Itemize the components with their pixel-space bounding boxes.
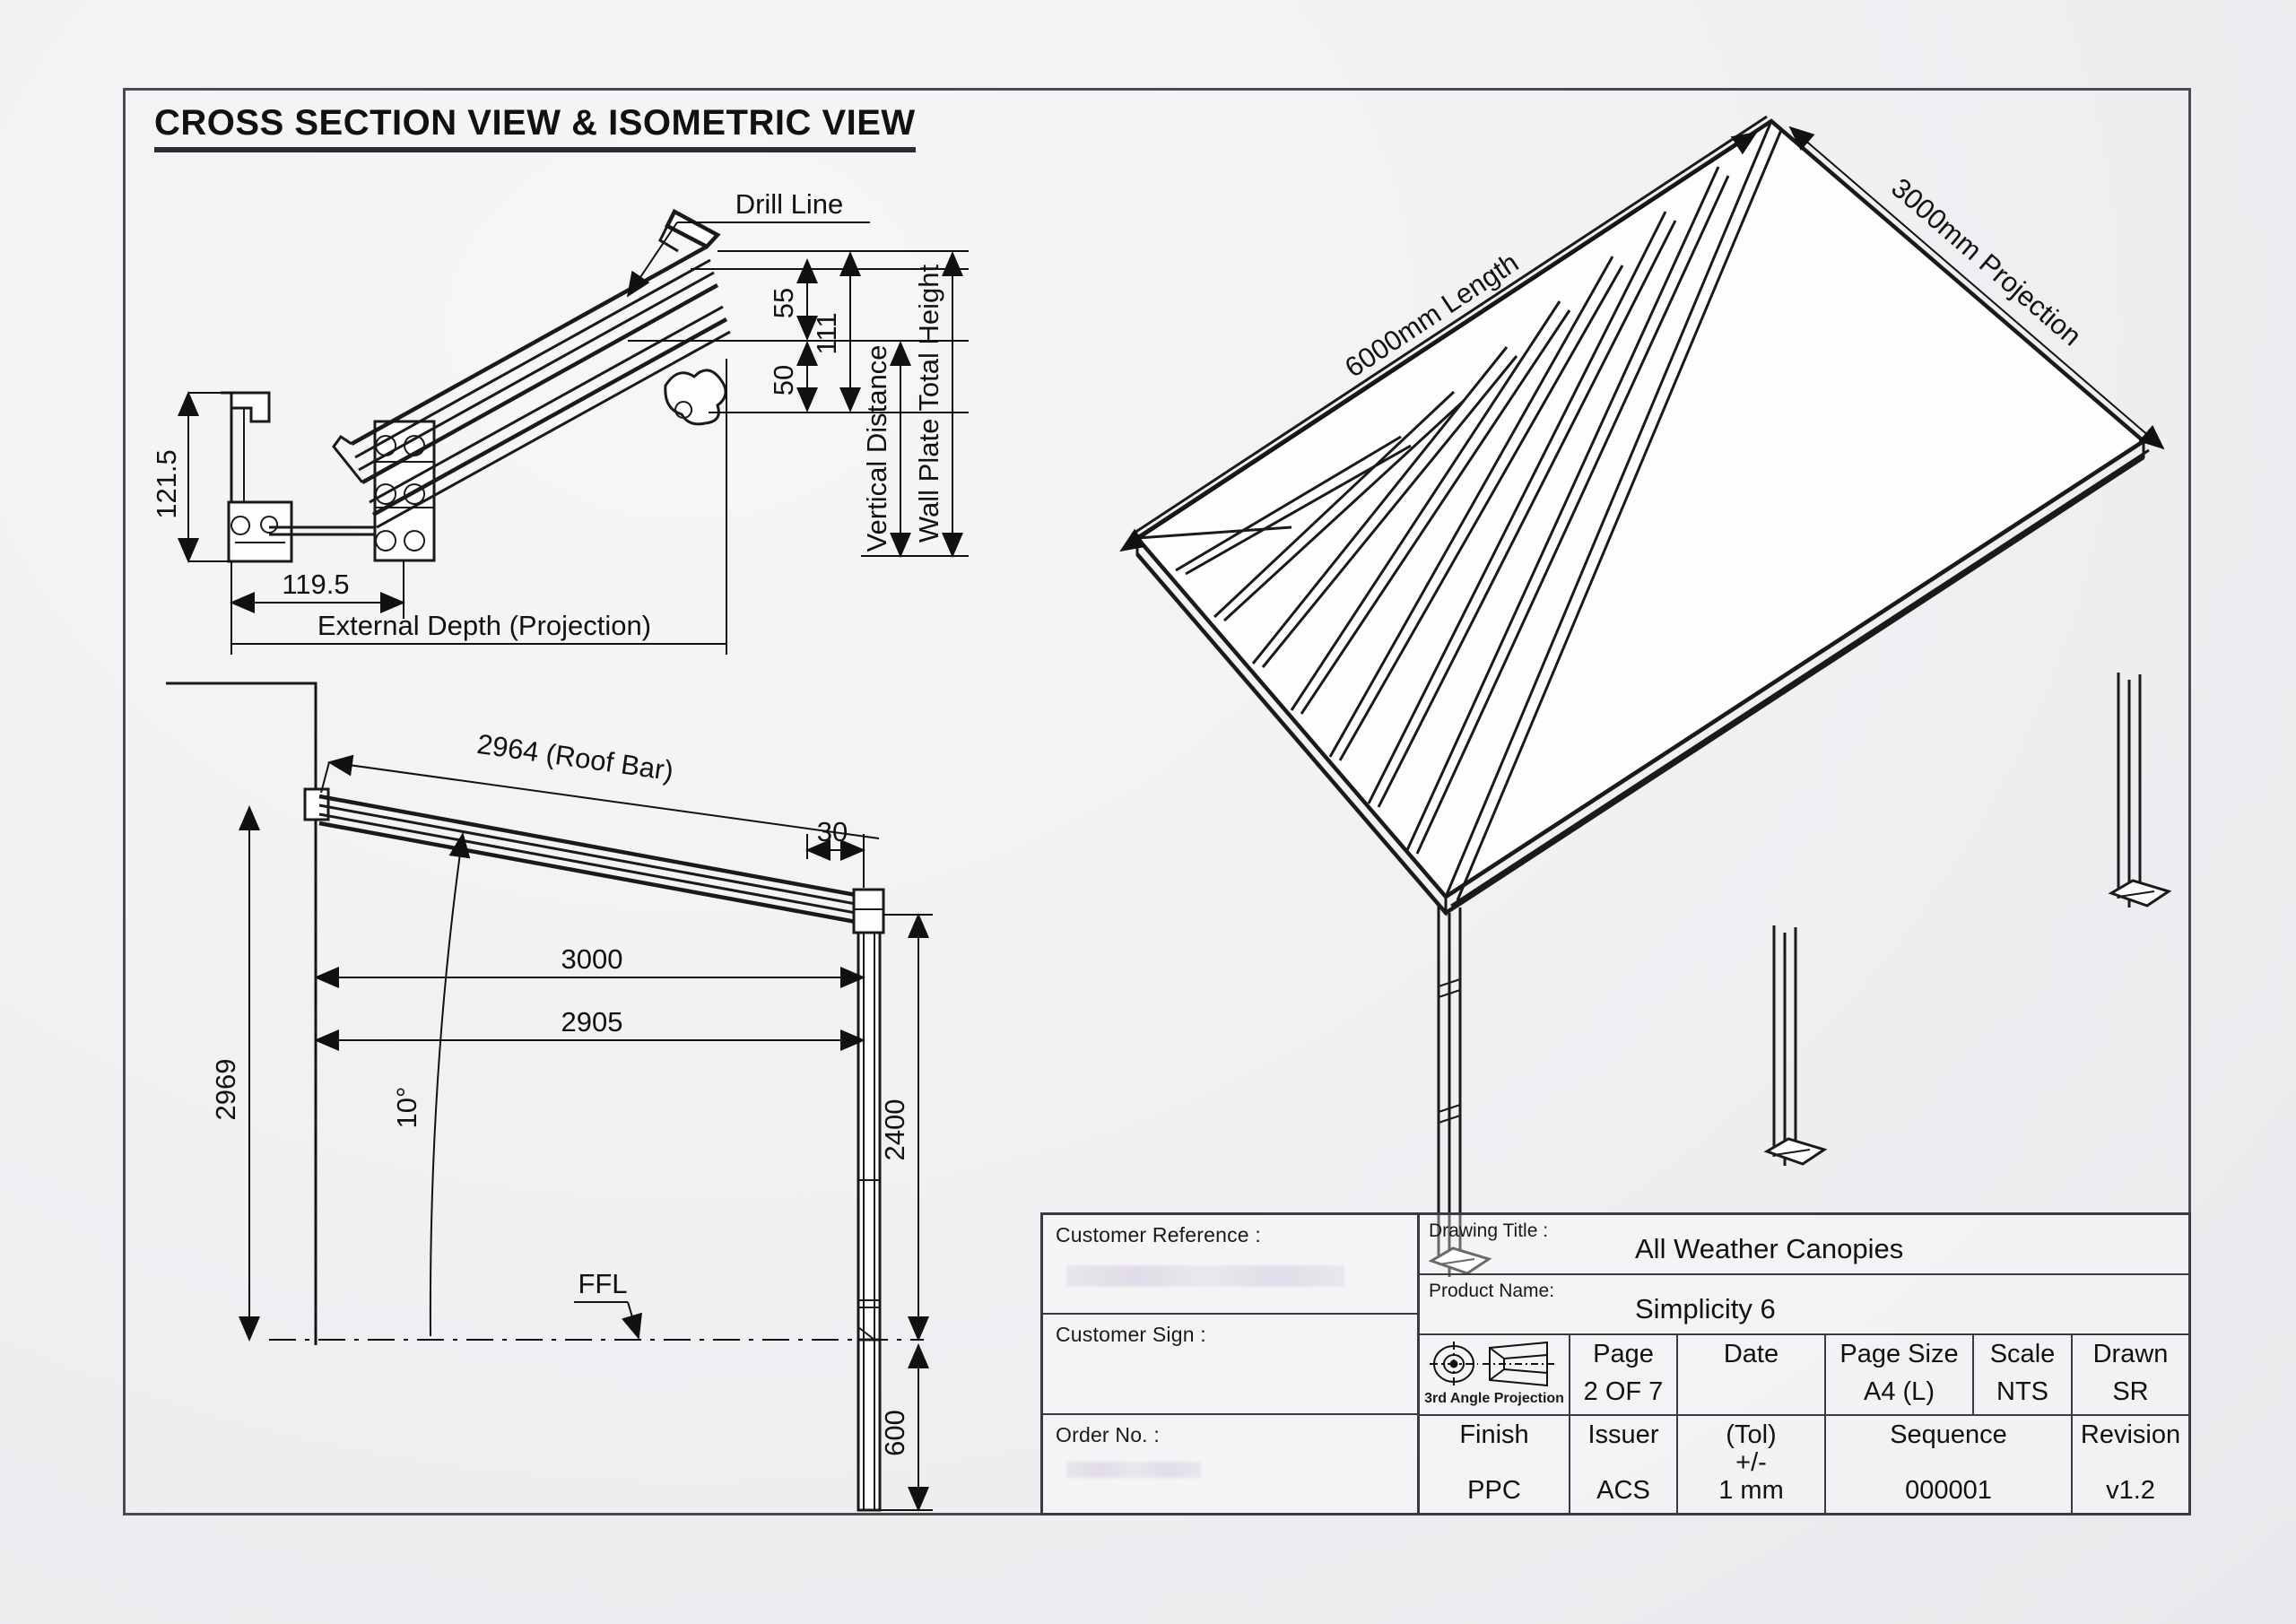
svg-text:121.5: 121.5 [151,449,182,519]
revision-header: Revision [2080,1420,2181,1450]
revision-value: v1.2 [2106,1476,2155,1505]
drawing-title-label: Drawing Title : [1429,1220,1549,1241]
isometric-view: 6000mm Length 3000mm Projection [1119,115,2172,1277]
page-size-value: A4 (L) [1864,1377,1935,1407]
svg-text:10°: 10° [391,1087,422,1129]
issuer-cell: Issuer ACS [1570,1416,1678,1513]
customer-reference-label: Customer Reference : [1056,1223,1261,1246]
page-header: Page [1593,1340,1654,1369]
scale-header: Scale [1989,1340,2056,1369]
order-no-label: Order No. : [1056,1422,1160,1446]
title-block-left-column: Customer Reference : Customer Sign : Ord… [1043,1215,1420,1513]
drawn-cell: Drawn SR [2073,1335,2188,1414]
svg-text:119.5: 119.5 [282,569,349,600]
finish-header: Finish [1459,1420,1529,1450]
page-size-header: Page Size [1839,1340,1959,1369]
title-block-row-2: Finish PPC Issuer ACS (Tol) +/- 1 mm Seq… [1420,1416,2188,1513]
tolerance-value: 1 mm [1718,1476,1784,1505]
svg-text:Vertical Distance: Vertical Distance [861,345,892,552]
page-value: 2 OF 7 [1583,1377,1664,1407]
customer-sign-row[interactable]: Customer Sign : [1043,1315,1417,1415]
customer-reference-value-redacted [1066,1265,1344,1287]
scale-cell: Scale NTS [1974,1335,2073,1415]
sequence-value: 000001 [1905,1476,1992,1505]
page-size-cell: Page Size A4 (L) [1826,1335,1974,1415]
tolerance-sign: +/- [1735,1447,1767,1477]
third-angle-projection-icon [1430,1342,1556,1387]
side-elevation: 2964 (Roof Bar) 30 3000 2905 2969 10° 24… [166,682,933,1512]
tolerance-header: (Tol) [1726,1420,1777,1450]
svg-text:2400: 2400 [879,1099,910,1161]
product-name-label: Product Name: [1429,1281,1555,1302]
svg-text:50: 50 [768,365,799,395]
title-block-right-column: Drawing Title : All Weather Canopies Pro… [1420,1215,2188,1513]
svg-text:111: 111 [811,312,842,354]
product-name-row: Product Name: Simplicity 6 [1420,1275,2188,1336]
sequence-header: Sequence [1890,1420,2007,1450]
title-block-grid: 3rd Angle Projection Page 2 OF 7 Date Pa… [1420,1335,2188,1513]
finish-cell: Finish PPC [1420,1416,1570,1513]
svg-text:2964 (Roof Bar): 2964 (Roof Bar) [475,728,675,786]
drawn-header: Drawn [2092,1340,2169,1369]
revision-cell: Revision v1.2 [2073,1416,2188,1513]
svg-text:600: 600 [879,1410,910,1456]
title-block: Customer Reference : Customer Sign : Ord… [1040,1212,2191,1515]
svg-text:FFL: FFL [578,1268,627,1299]
svg-text:55: 55 [768,288,799,318]
svg-text:3000: 3000 [561,943,623,975]
title-block-row-1: 3rd Angle Projection Page 2 OF 7 Date Pa… [1420,1335,2188,1417]
projection-symbol-cell: 3rd Angle Projection [1420,1335,1570,1415]
product-name-value: Simplicity 6 [1635,1293,1776,1325]
page-cell: Page 2 OF 7 [1570,1335,1678,1415]
drawing-title-value: All Weather Canopies [1635,1233,1904,1264]
issuer-value: ACS [1596,1476,1650,1505]
drawing-title-row: Drawing Title : All Weather Canopies [1420,1215,2188,1276]
order-no-value-redacted [1066,1461,1201,1478]
projection-symbol-caption: 3rd Angle Projection [1424,1391,1564,1407]
tolerance-cell: (Tol) +/- 1 mm [1678,1416,1826,1513]
svg-text:2969: 2969 [210,1059,241,1121]
customer-sign-label: Customer Sign : [1056,1323,1206,1347]
customer-reference-row[interactable]: Customer Reference : [1043,1215,1417,1316]
issuer-header: Issuer [1587,1420,1659,1450]
scale-value: NTS [1996,1377,2048,1407]
date-cell: Date [1678,1335,1826,1415]
finish-value: PPC [1467,1476,1521,1505]
svg-text:Drill Line: Drill Line [735,188,844,220]
order-no-row[interactable]: Order No. : [1043,1415,1417,1513]
cross-section-detail: 121.5 119.5 External Depth (Projection) … [151,188,969,655]
svg-text:External Depth (Projection): External Depth (Projection) [317,610,651,641]
svg-text:2905: 2905 [561,1006,623,1038]
drawn-value: SR [2112,1377,2149,1407]
page-title: CROSS SECTION VIEW & ISOMETRIC VIEW [154,103,916,152]
sequence-cell: Sequence 000001 [1826,1416,2073,1513]
date-header: Date [1723,1340,1779,1369]
svg-text:30: 30 [817,816,848,847]
svg-text:Wall Plate Total Height: Wall Plate Total Height [913,265,944,543]
